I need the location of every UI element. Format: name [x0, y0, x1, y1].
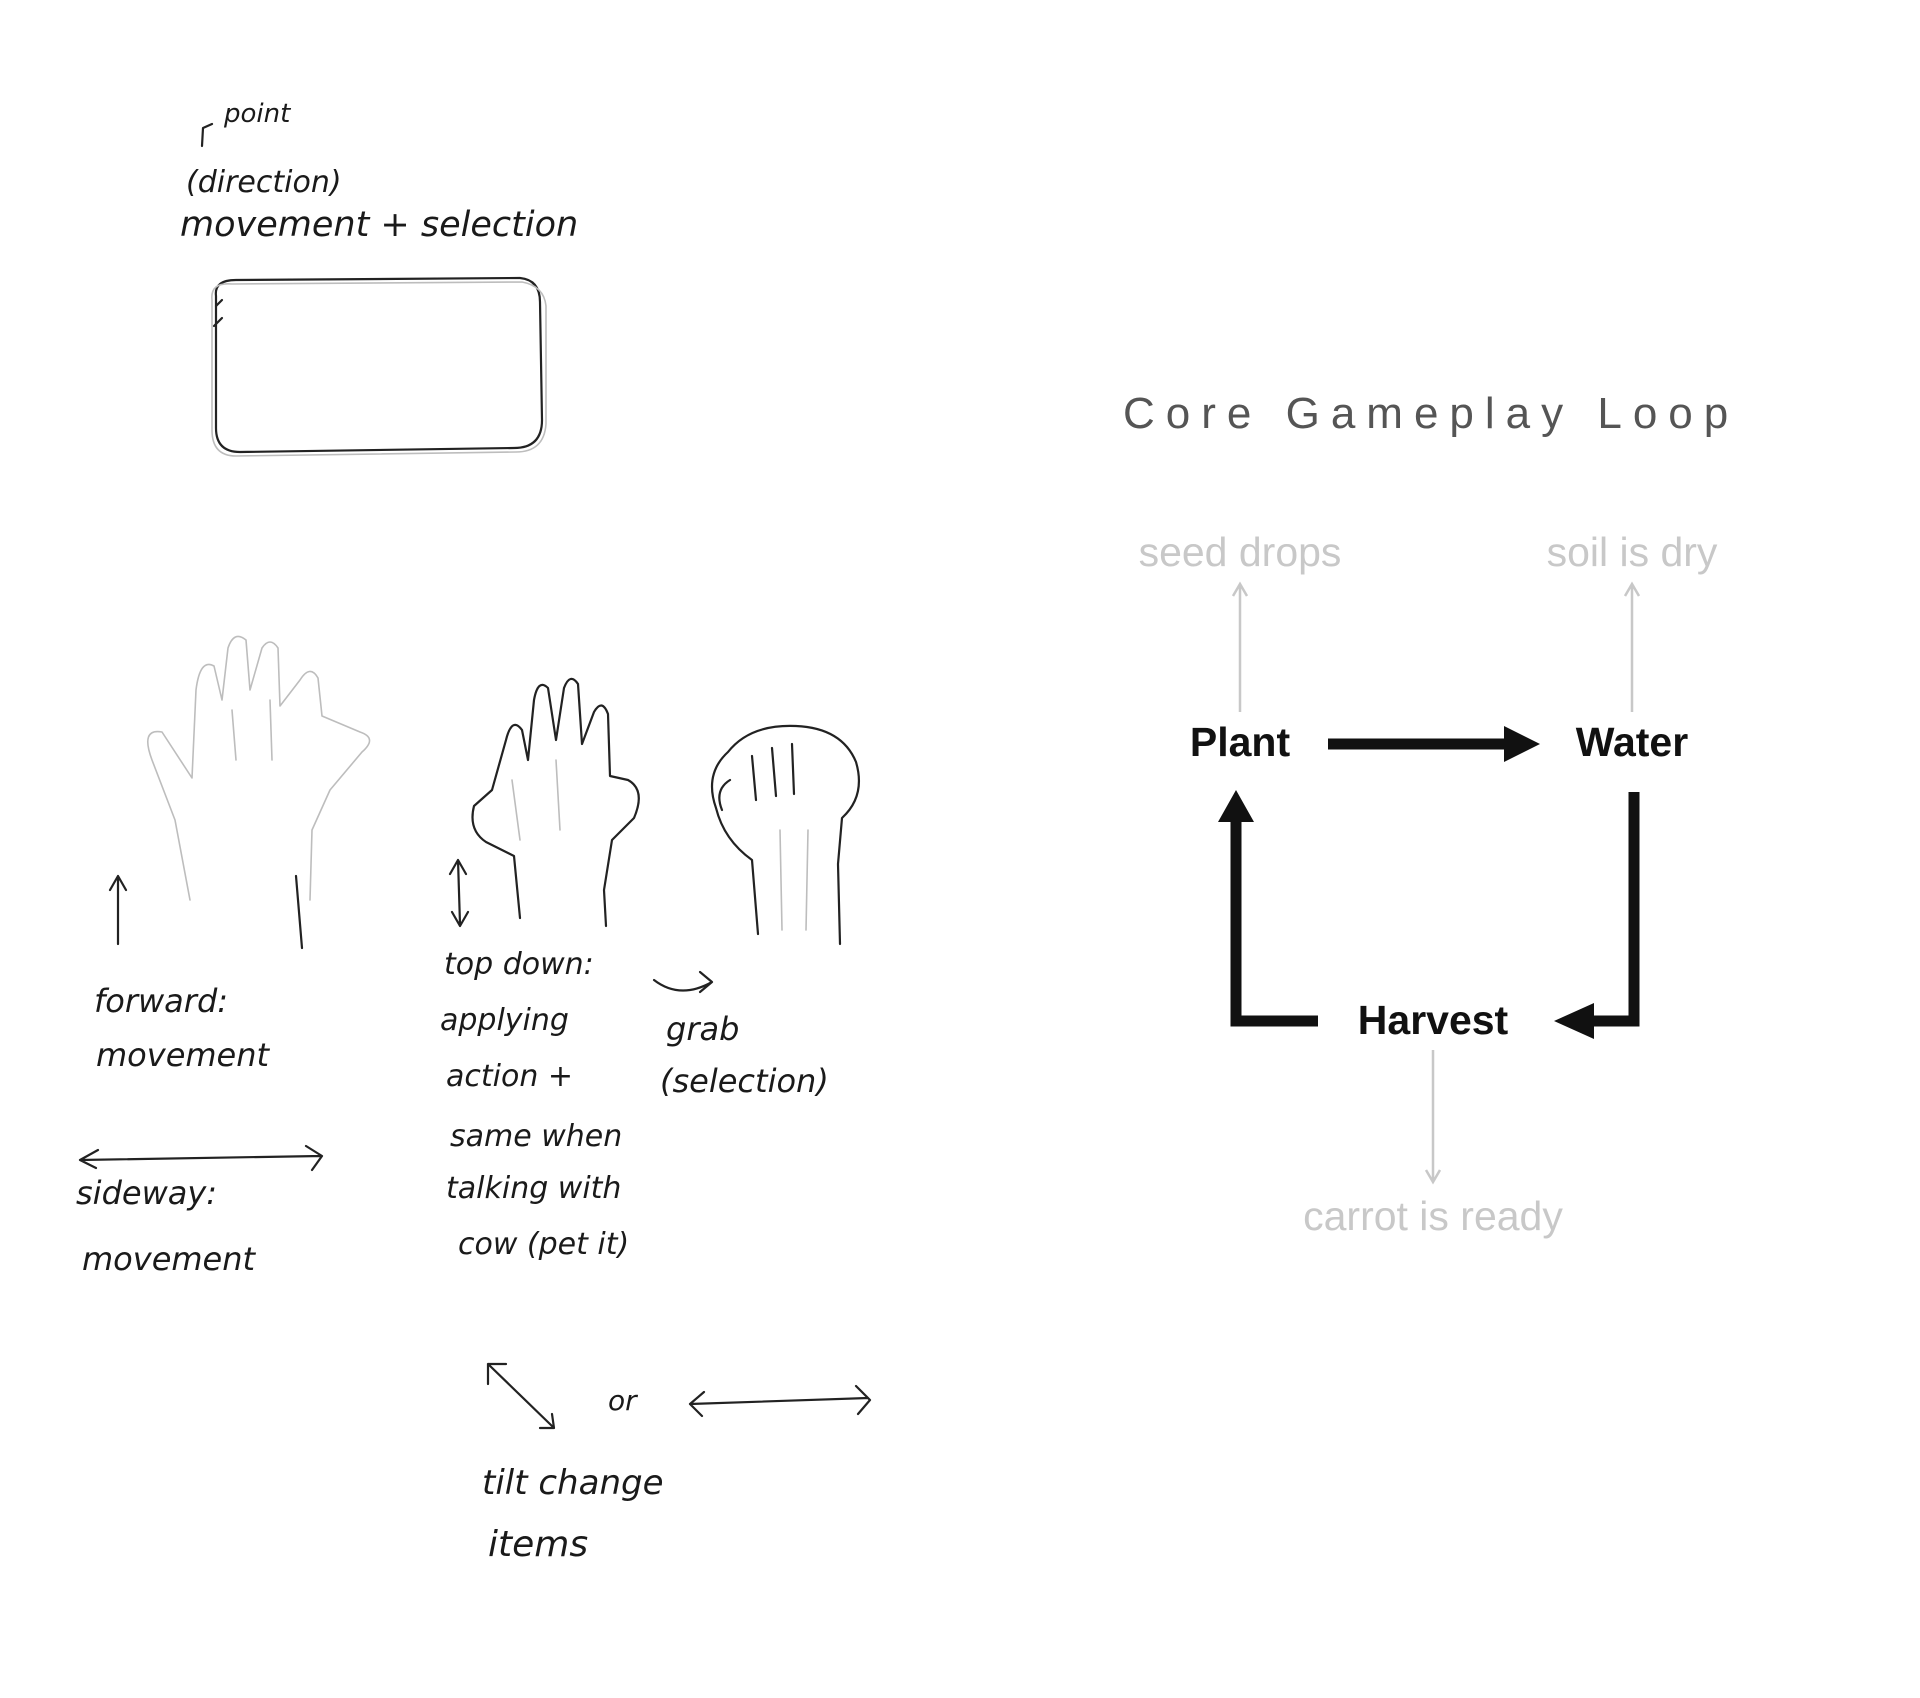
topdown-line-6: cow (pet it)	[458, 1227, 629, 1262]
fist-grab-sketch	[710, 724, 860, 946]
forward-arrow	[108, 874, 128, 946]
condition-plant: seed drops	[1139, 529, 1342, 575]
gameplay-loop-diagram: Core Gameplay Loop seed drops soil is dr…	[1123, 389, 1739, 1239]
plant-condition-arrow	[1231, 581, 1249, 712]
harvest-condition-arrow	[1424, 1050, 1442, 1185]
topdown-line-3: action +	[446, 1059, 573, 1094]
tilt-diagonal-arrow	[486, 1362, 556, 1430]
condition-water: soil is dry	[1547, 529, 1718, 575]
arrow-plant-to-water	[1328, 726, 1540, 762]
note-point-caret	[200, 122, 214, 148]
sketch-area: point (direction) movement + selection f…	[76, 99, 872, 1565]
open-palm-sketch	[146, 635, 371, 950]
grab-rotate-arrow	[652, 970, 714, 994]
note-point: point	[223, 99, 291, 129]
vertical-double-arrow	[448, 858, 470, 928]
tilt-label-2: items	[488, 1524, 588, 1565]
note-movement-selection: movement + selection	[180, 205, 578, 245]
sideway-arrow	[78, 1144, 324, 1172]
forward-label: forward:	[94, 982, 228, 1020]
sideway-label-2: movement	[82, 1240, 257, 1278]
or-label: or	[608, 1384, 638, 1417]
condition-harvest: carrot is ready	[1303, 1193, 1563, 1239]
grab-label-2: (selection)	[660, 1062, 829, 1100]
node-plant: Plant	[1190, 719, 1291, 765]
note-direction: (direction)	[186, 165, 342, 200]
topdown-line-2: applying	[440, 1003, 569, 1038]
arrow-water-to-harvest	[1554, 792, 1640, 1039]
top-down-hand-sketch	[471, 677, 640, 928]
sideway-label: sideway:	[76, 1174, 217, 1212]
tilt-label: tilt change	[482, 1463, 664, 1503]
node-water: Water	[1576, 719, 1688, 765]
topdown-line-1: top down:	[444, 947, 594, 982]
topdown-line-4: same when	[450, 1119, 622, 1154]
arrow-harvest-to-plant	[1218, 790, 1318, 1027]
forward-label-2: movement	[96, 1036, 271, 1074]
node-harvest: Harvest	[1358, 997, 1509, 1043]
topdown-line-5: talking with	[446, 1171, 621, 1206]
phone-screen-sketch	[211, 276, 547, 457]
tilt-horizontal-arrow	[688, 1384, 872, 1418]
grab-label: grab	[666, 1010, 739, 1048]
water-condition-arrow	[1623, 581, 1641, 712]
diagram-title: Core Gameplay Loop	[1123, 389, 1739, 438]
